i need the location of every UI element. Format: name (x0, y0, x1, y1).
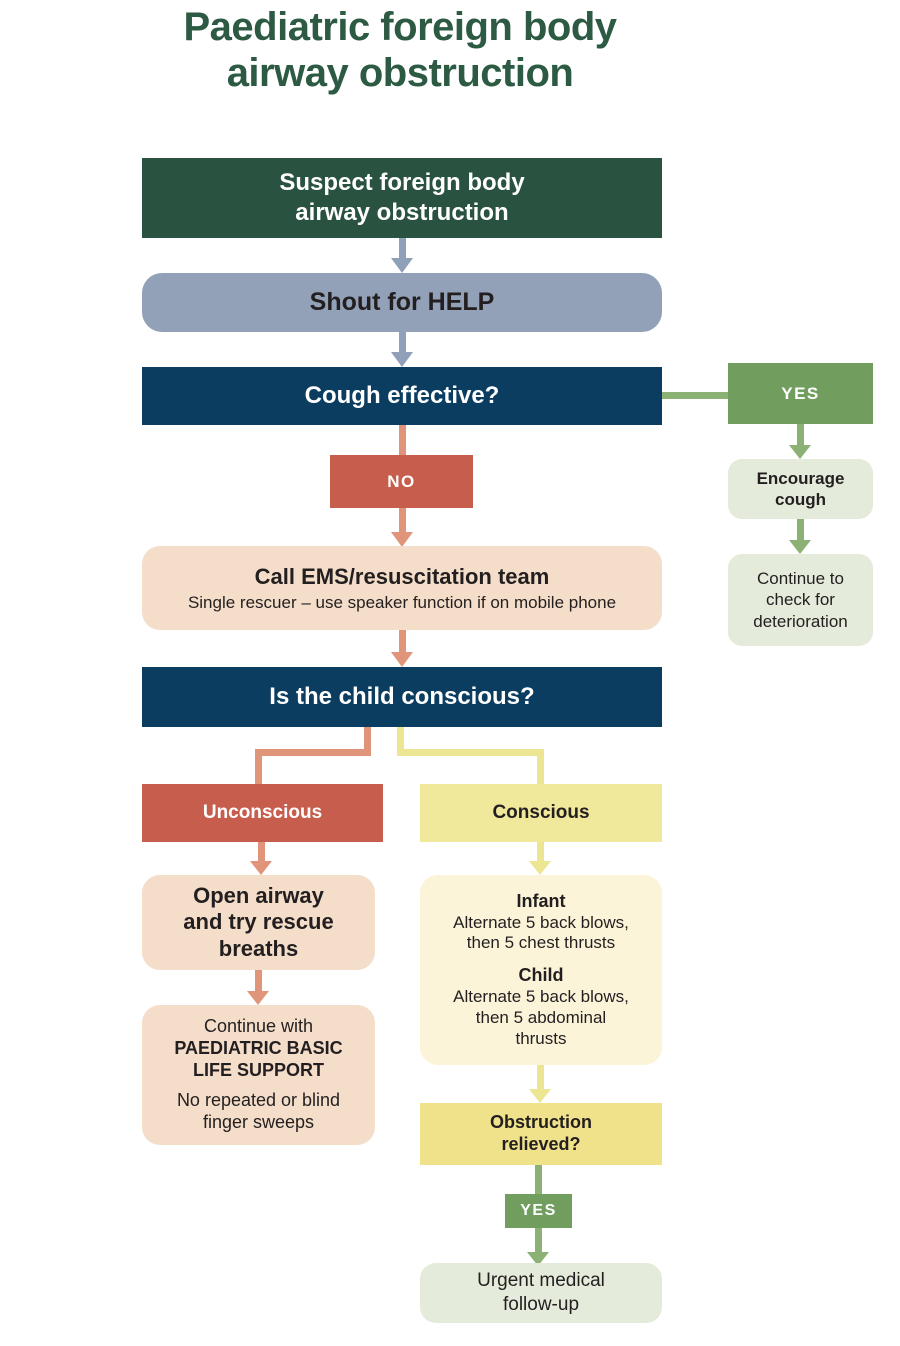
connector-cough-yes (662, 392, 728, 399)
connector-suspect-shout (399, 238, 406, 260)
arrow-down-icon (247, 991, 269, 1005)
arrow-down-icon (527, 1252, 549, 1266)
node-cough-effective: Cough effective? (142, 367, 662, 425)
pbls-note: No repeated or blind finger sweeps (176, 1090, 341, 1133)
arrow-down-icon (529, 861, 551, 875)
node-child-conscious: Is the child conscious? (142, 667, 662, 727)
arrow-down-icon (529, 1089, 551, 1103)
node-unconscious: Unconscious (142, 784, 383, 842)
call-ems-subtitle: Single rescuer – use speaker function if… (187, 592, 617, 612)
connector-unconscious-openairway (258, 842, 265, 862)
arrow-down-icon (391, 532, 413, 547)
maneuvers-infant-title: Infant (516, 890, 566, 911)
node-conscious: Conscious (420, 784, 662, 842)
arrow-down-icon (789, 445, 811, 459)
connector-shout-cough (399, 332, 406, 353)
connector-conscious-conscious (537, 749, 544, 784)
connector-openairway-pbls (255, 970, 262, 992)
connector-conscious-unconscious (364, 727, 371, 756)
node-yes-bottom: YES (505, 1194, 572, 1228)
node-yes-top: YES (728, 363, 873, 424)
maneuvers-infant-text: Alternate 5 back blows, then 5 chest thr… (453, 912, 629, 953)
connector-maneuvers-obstruction (537, 1065, 544, 1090)
connector-conscious-conscious (397, 727, 404, 756)
pbls-emphasis: PAEDIATRIC BASIC LIFE SUPPORT (174, 1037, 343, 1080)
maneuvers-child-title: Child (518, 965, 564, 986)
node-check-deterioration: Continue to check for deterioration (728, 554, 873, 646)
node-urgent-followup: Urgent medical follow-up (420, 1263, 662, 1323)
node-open-airway: Open airway and try rescue breaths (142, 875, 375, 970)
pbls-intro: Continue with (203, 1015, 314, 1036)
arrow-down-icon (391, 258, 413, 273)
connector-conscious-conscious (397, 749, 544, 756)
connector-encourage-deterioration (797, 519, 804, 541)
connector-conscious-unconscious (255, 749, 262, 784)
arrow-down-icon (391, 652, 413, 667)
node-call-ems: Call EMS/resuscitation team Single rescu… (142, 546, 662, 630)
page-title: Paediatric foreign body airway obstructi… (183, 5, 617, 95)
node-encourage-cough: Encourage cough (728, 459, 873, 519)
arrow-down-icon (789, 540, 811, 554)
call-ems-title: Call EMS/resuscitation team (254, 563, 550, 589)
connector-yes-encourage (797, 424, 804, 446)
node-maneuvers: Infant Alternate 5 back blows, then 5 ch… (420, 875, 662, 1065)
node-shout-for-help: Shout for HELP (142, 273, 662, 332)
node-obstruction-relieved: Obstruction relieved? (420, 1103, 662, 1165)
connector-conscious-unconscious (255, 749, 371, 756)
node-suspect-fbao: Suspect foreign body airway obstruction (142, 158, 662, 238)
node-pbls: Continue with PAEDIATRIC BASIC LIFE SUPP… (142, 1005, 375, 1145)
connector-ems-conscious (399, 630, 406, 653)
maneuvers-child-text: Alternate 5 back blows, then 5 abdominal… (453, 987, 629, 1048)
connector-conscious-maneuvers (537, 842, 544, 862)
node-no: NO (330, 455, 473, 508)
arrow-down-icon (250, 861, 272, 875)
arrow-down-icon (391, 352, 413, 367)
